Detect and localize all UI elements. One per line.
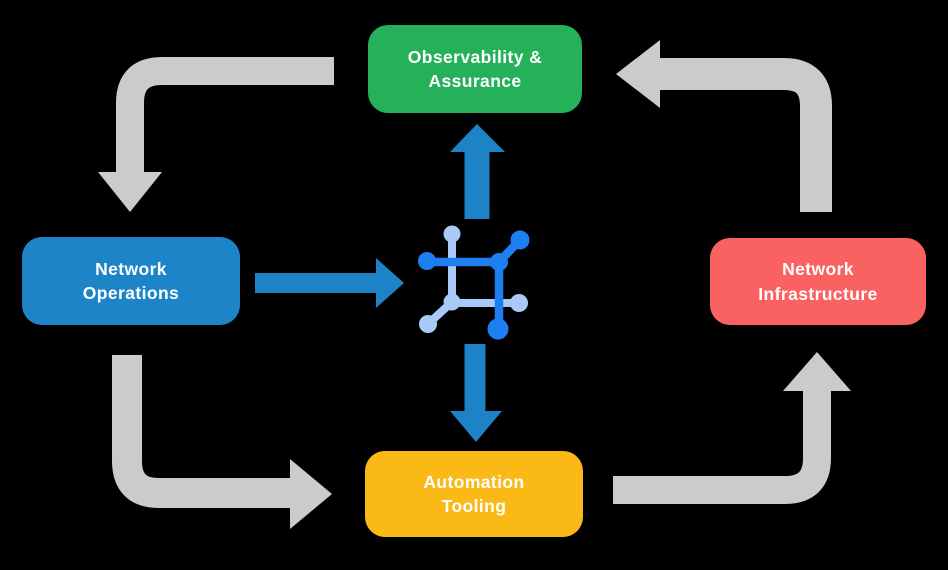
arrowhead-up — [783, 352, 851, 391]
node-label-line: Infrastructure — [758, 283, 878, 304]
node-label-line: Network — [95, 258, 167, 279]
arrowhead-up — [450, 124, 505, 152]
node-label-line: Operations — [82, 283, 180, 303]
arrowhead-down — [98, 172, 162, 212]
node-label-line: Assurance — [428, 71, 522, 91]
network-automation-icon — [418, 225, 530, 340]
arrowhead-left — [616, 40, 660, 108]
link-arrow-network-operations-to-center — [255, 258, 404, 308]
icon-dark-segments — [418, 230, 530, 340]
cycle-arrow-network-operations-to-automation-tooling — [112, 355, 332, 529]
icon-light-segments — [419, 225, 528, 333]
arrowhead-right — [290, 459, 332, 529]
node-label-line: Network — [782, 259, 854, 280]
node-network-infrastructure: Network Infrastructure — [710, 238, 926, 325]
node-label-line: Automation — [423, 471, 525, 492]
node-label-line: Tooling — [441, 496, 507, 516]
link-arrow-center-to-observability — [450, 124, 505, 219]
arrowhead-right — [376, 258, 404, 308]
node-observability-assurance: Observability & Assurance — [368, 25, 582, 113]
arrowhead-down — [450, 411, 502, 442]
link-arrow-center-to-automation-tooling — [450, 344, 502, 442]
node-network-operations: Network Operations — [22, 237, 240, 325]
cycle-arrow-automation-tooling-to-network-infrastructure — [613, 352, 851, 504]
node-automation-tooling: Automation Tooling — [365, 451, 583, 537]
cycle-arrow-network-infrastructure-to-observability — [616, 40, 832, 212]
node-label-line: Observability & — [407, 46, 543, 67]
cycle-arrow-observability-to-network-operations — [98, 57, 334, 212]
